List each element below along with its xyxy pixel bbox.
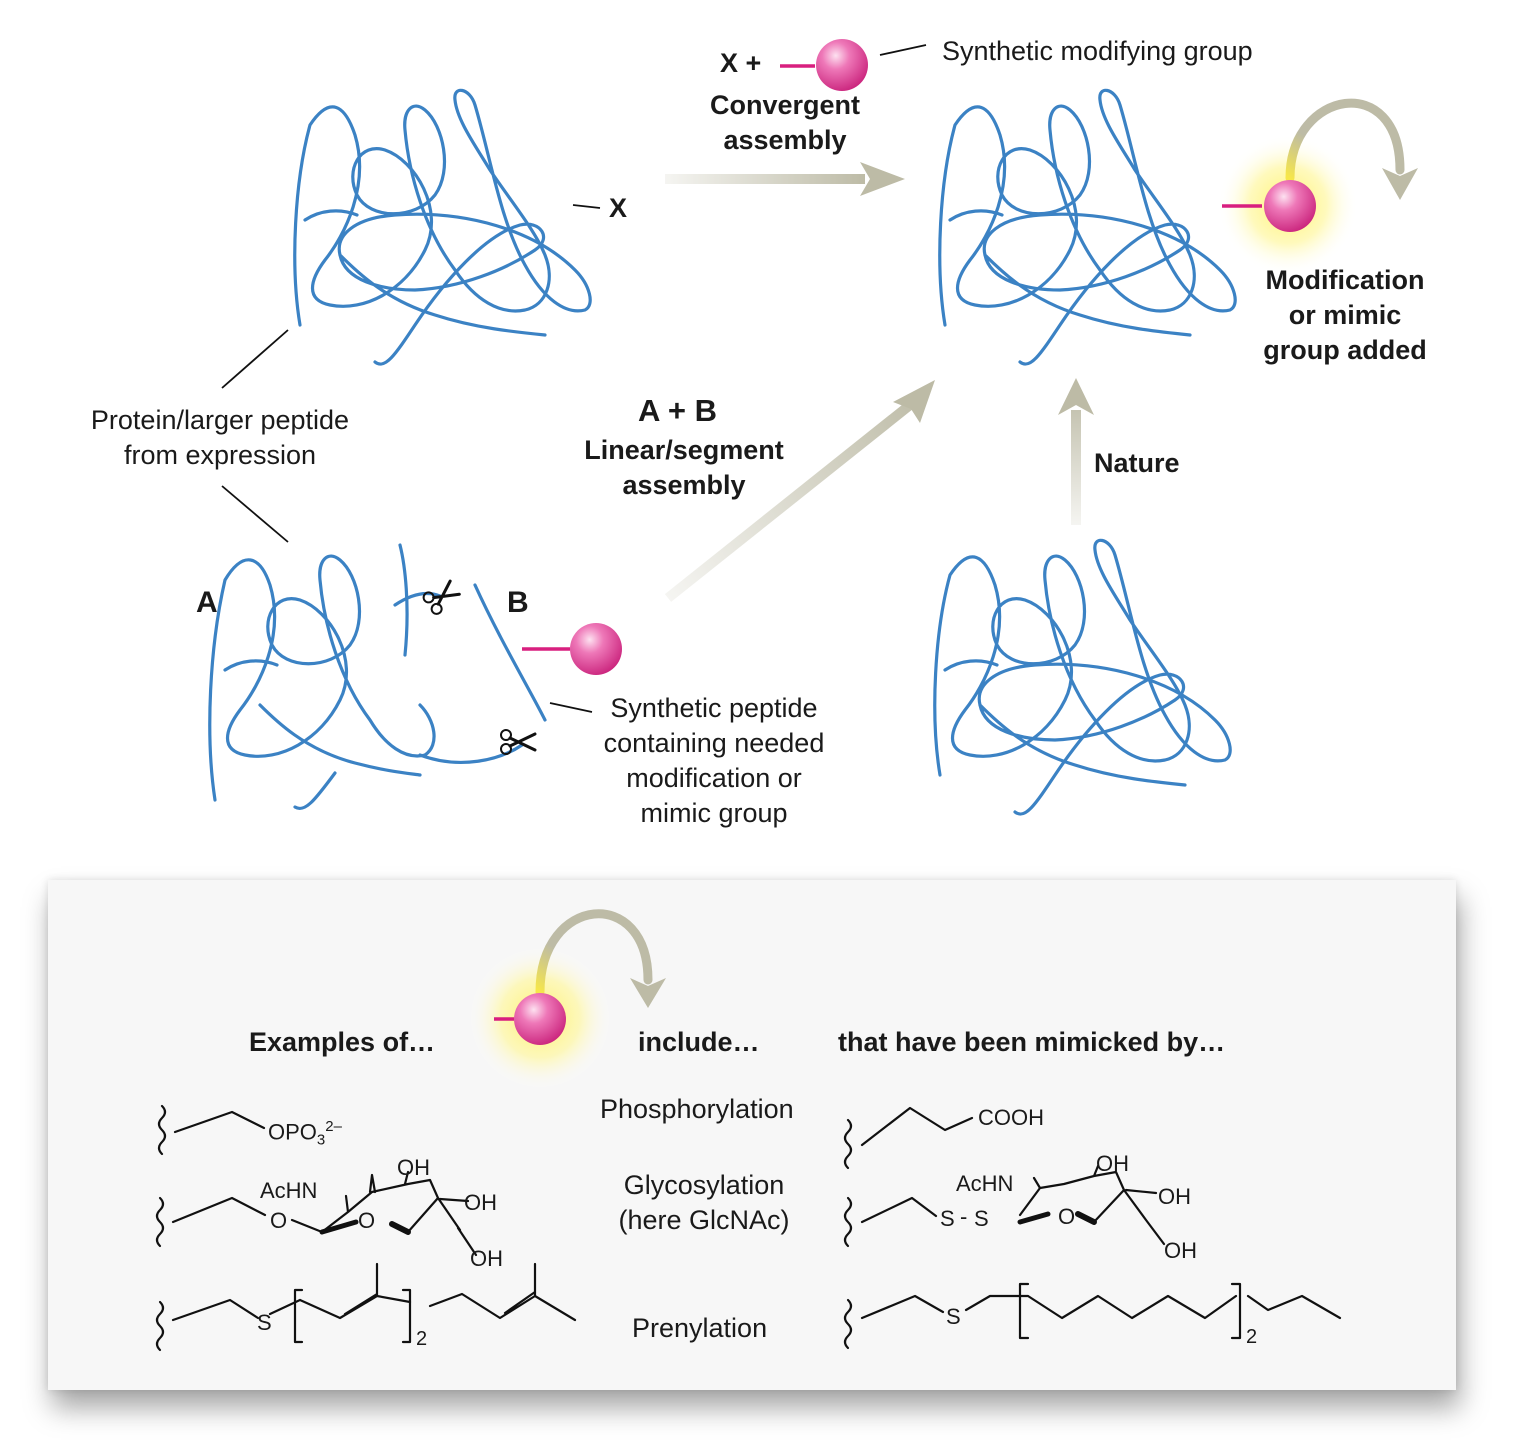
oh-label: OH <box>470 1246 503 1271</box>
header-mimicked: that have been mimicked by… <box>838 1027 1226 1057</box>
wavy-bond-icon <box>155 1196 165 1248</box>
glycosylation-label: Glycosylation (here GlcNAc) <box>618 1170 790 1235</box>
x-plus-label: X + <box>720 48 762 78</box>
wavy-bond-icon <box>843 1298 853 1350</box>
oh-label: OH <box>1158 1184 1191 1209</box>
protein-modification-diagram <box>208 39 1418 816</box>
nature-label: Nature <box>1094 448 1180 478</box>
prenylation-label: Prenylation <box>632 1313 768 1343</box>
peptide-fragment-b <box>393 583 547 765</box>
protein-leader-line-top <box>221 329 289 389</box>
x-marker-label: X <box>609 193 628 223</box>
phospho-native-bonds <box>173 1110 266 1134</box>
modification-group-added <box>1218 98 1418 275</box>
oxygen-label: O <box>270 1208 288 1233</box>
linear-assembly-arrow <box>664 380 935 602</box>
wavy-bond-icon <box>155 1300 165 1352</box>
phospho-mimic-bonds <box>860 1106 974 1147</box>
protein-leader-line-bottom <box>221 485 289 543</box>
scissors-icon <box>422 579 461 615</box>
convergent-assembly-arrow <box>665 162 905 196</box>
wavy-bond-icon <box>843 1118 853 1170</box>
achn-label: AcHN <box>956 1171 1014 1196</box>
prenyl-native-bonds <box>171 1262 577 1322</box>
protein-tangle-fragment-a <box>208 543 436 810</box>
synthetic-peptide-label: Synthetic peptide containing needed modi… <box>603 693 825 828</box>
prenyl-mimic-bonds <box>860 1294 1342 1320</box>
examples-panel <box>48 880 1456 1390</box>
synthetic-peptide-leader-line <box>549 702 593 713</box>
oh-label: OH <box>397 1155 430 1180</box>
linear-segment-assembly-label: Linear/segment assembly <box>584 435 784 500</box>
repeat-count-label: 2 <box>1246 1326 1258 1348</box>
panel-modification-icon <box>468 909 666 1090</box>
ring-oxygen-label: O <box>1058 1204 1076 1229</box>
wavy-bond-icon <box>843 1196 853 1248</box>
nature-arrow <box>1058 378 1094 525</box>
oh-label: OH <box>464 1190 497 1215</box>
glyco-native-bonds <box>171 1170 478 1257</box>
synthetic-peptide-bead <box>522 623 622 675</box>
cooh-label: COOH <box>978 1105 1044 1130</box>
scissors-icon <box>500 729 537 755</box>
header-include: include… <box>638 1027 760 1057</box>
fragment-a-label: A <box>196 586 218 619</box>
sulfur-label: S <box>974 1206 989 1231</box>
header-examples: Examples of… <box>249 1027 436 1057</box>
sulfur-label: S <box>940 1206 955 1231</box>
protein-from-expression-label: Protein/larger peptide from expression <box>90 405 350 470</box>
synthetic-modifying-group-label: Synthetic modifying group <box>942 36 1253 66</box>
ring-oxygen-label: O <box>358 1208 376 1233</box>
wavy-bond-icon <box>157 1104 167 1156</box>
repeat-count-label: 2 <box>416 1328 428 1350</box>
a-plus-b-label: A + B <box>638 393 717 428</box>
phosphorylation-label: Phosphorylation <box>600 1094 794 1124</box>
sulfur-label: S <box>946 1304 961 1329</box>
x-leader-line <box>572 204 601 209</box>
oh-label: OH <box>1164 1238 1197 1263</box>
glyco-mimic-bonds <box>860 1164 1166 1246</box>
opo3-label: OPO32– <box>268 1118 342 1149</box>
fragment-b-label: B <box>507 586 529 619</box>
prenyl-native-brackets <box>293 1288 412 1344</box>
modification-added-label: Modification or mimic group added <box>1263 265 1427 365</box>
disulfide-bond: - <box>960 1204 968 1229</box>
synthetic-modifying-group <box>780 39 927 91</box>
sulfur-label: S <box>257 1310 272 1335</box>
prenyl-mimic-brackets <box>1018 1282 1242 1340</box>
oh-label: OH <box>1096 1151 1129 1176</box>
convergent-assembly-label: Convergent assembly <box>709 90 861 155</box>
achn-label: AcHN <box>260 1178 318 1203</box>
